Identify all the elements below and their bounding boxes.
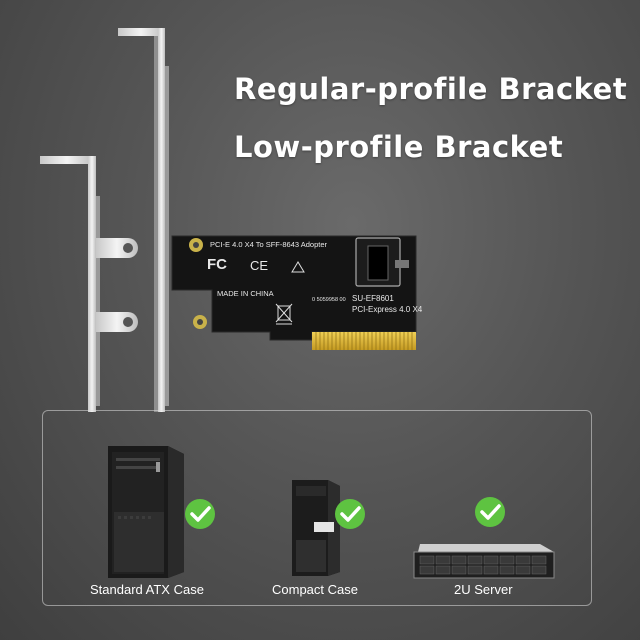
headline-low-profile: Low-profile Bracket xyxy=(234,130,564,164)
2u-server xyxy=(413,544,555,579)
check-icon xyxy=(185,499,215,529)
made-in-text: MADE IN CHINA xyxy=(217,289,274,298)
weee-bin-icon xyxy=(275,303,293,325)
check-icon xyxy=(335,499,365,529)
compatibility-panel xyxy=(42,410,592,606)
serial-text: 0 5059958 00 xyxy=(312,297,346,303)
adapter-card xyxy=(171,235,417,350)
low-profile-bracket xyxy=(40,156,138,412)
compact-case xyxy=(292,480,340,576)
case-label-compact: Compact Case xyxy=(272,582,358,597)
model-text: SU-EF8601 xyxy=(352,294,394,303)
regular-profile-bracket xyxy=(118,28,169,412)
ce-logo: CE xyxy=(250,258,269,273)
fcc-logo: FC xyxy=(207,256,227,273)
card-top-text: PCI-E 4.0 X4 To SFF-8643 Adopter xyxy=(210,240,328,249)
headline-regular-profile: Regular-profile Bracket xyxy=(234,72,628,106)
case-label-standard-atx: Standard ATX Case xyxy=(90,582,204,597)
gold-fingers xyxy=(312,332,416,350)
standard-atx-case xyxy=(108,446,184,578)
warning-icon xyxy=(291,261,305,273)
check-icon xyxy=(475,497,505,527)
interface-text: PCI-Express 4.0 X4 xyxy=(352,305,423,314)
case-label-2u-server: 2U Server xyxy=(454,582,513,597)
